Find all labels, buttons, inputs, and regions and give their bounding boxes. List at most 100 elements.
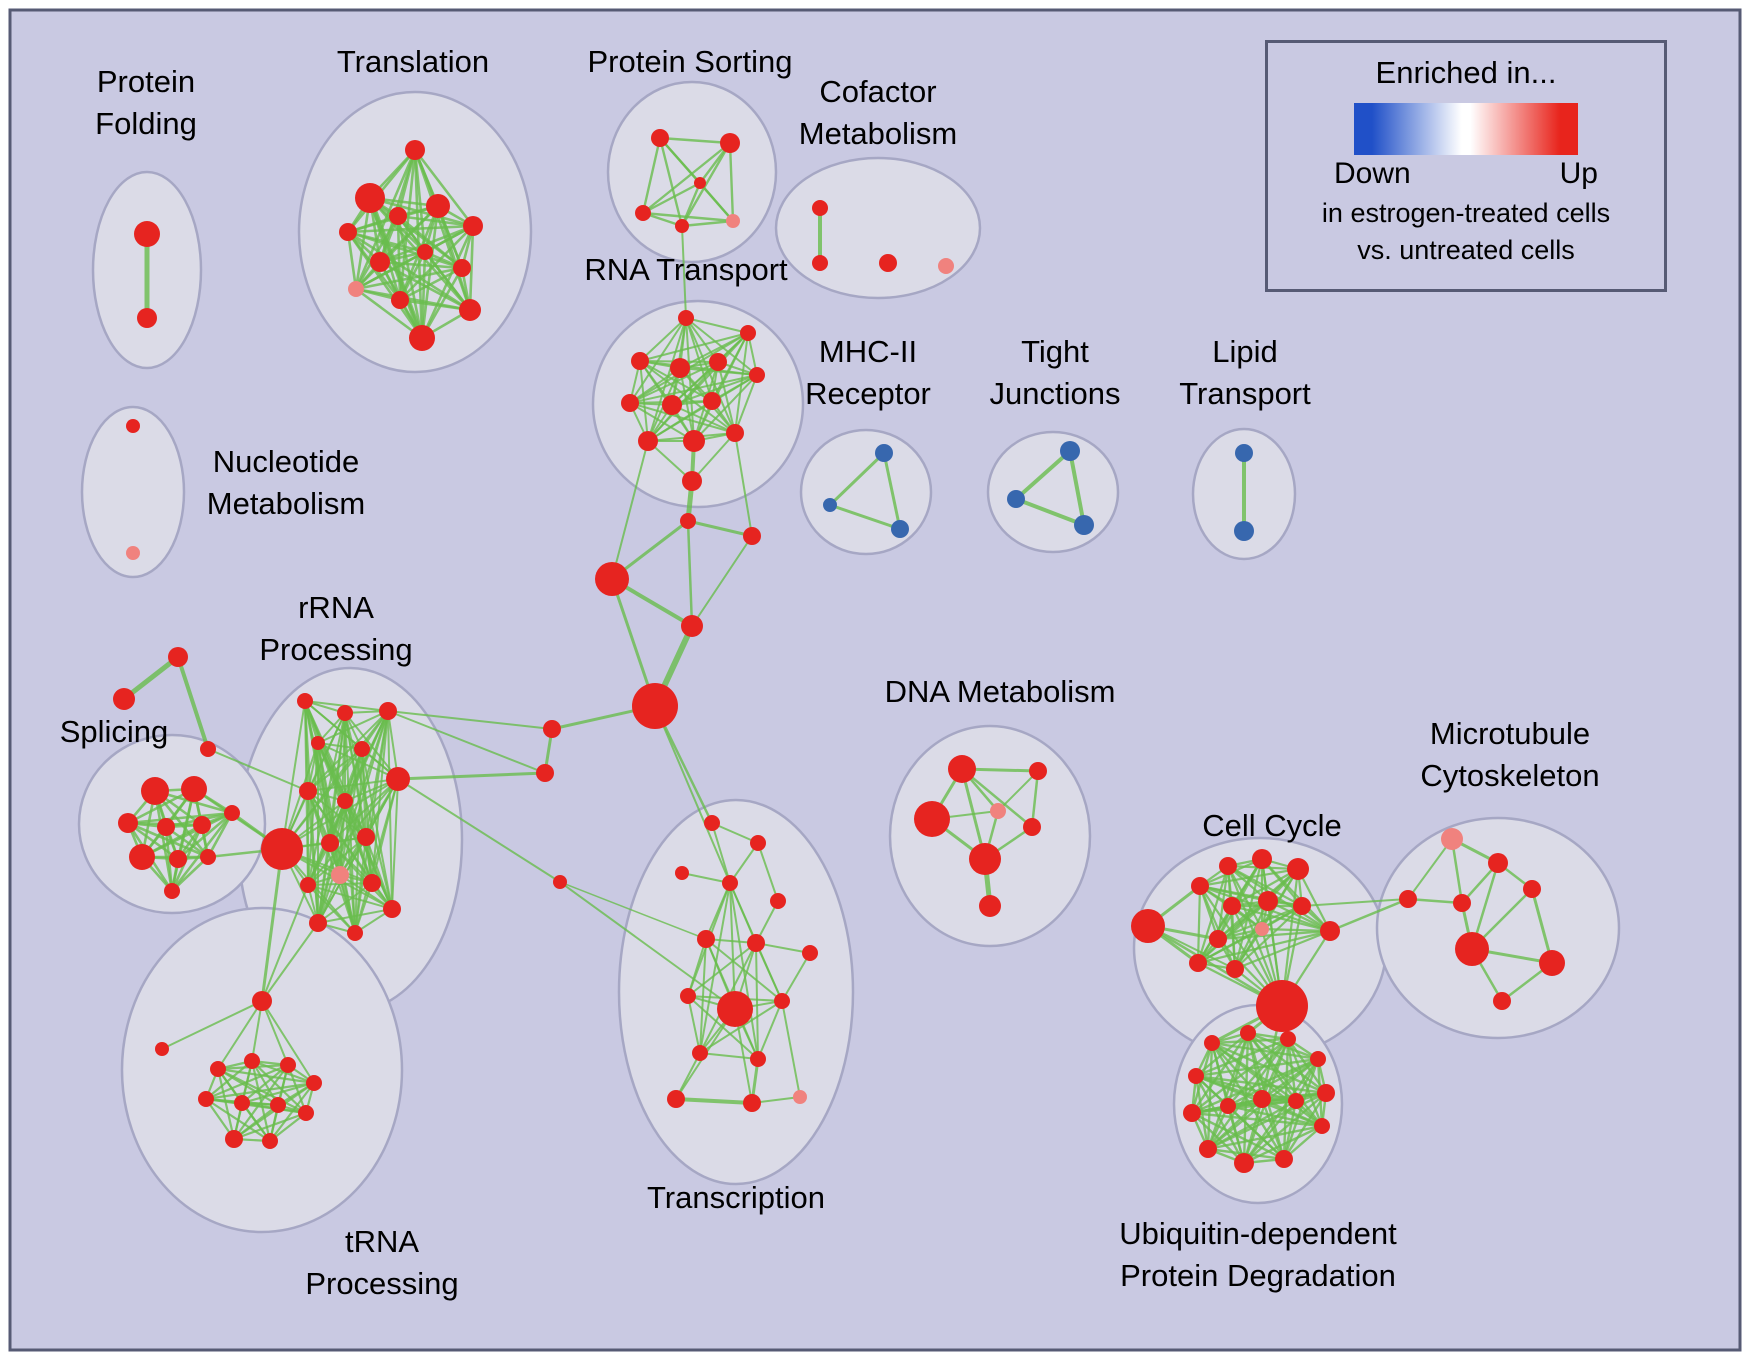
network-node xyxy=(357,828,375,846)
cluster-label-rna-transport: RNA Transport xyxy=(584,252,788,287)
network-edge xyxy=(1196,929,1332,965)
legend-down-label: Down xyxy=(1334,157,1411,190)
network-node xyxy=(726,214,740,228)
network-node xyxy=(651,129,669,147)
network-node xyxy=(118,813,138,833)
network-edge xyxy=(728,141,735,223)
network-edge xyxy=(734,432,753,537)
network-edge xyxy=(699,1000,783,1054)
network-edge xyxy=(1406,897,1464,905)
network-node xyxy=(463,216,483,236)
network-edge xyxy=(1282,1099,1298,1161)
cluster-label-cofactor-metabolism: Cofactor xyxy=(819,74,936,109)
network-edge xyxy=(781,1000,801,1098)
network-node xyxy=(126,546,140,560)
network-edge xyxy=(261,884,309,1002)
network-node xyxy=(948,755,976,783)
cluster-label-ubiquitin-degradation: Ubiquitin-dependent xyxy=(1119,1216,1397,1251)
network-edge xyxy=(686,519,754,538)
network-node xyxy=(680,513,696,529)
network-edge xyxy=(307,790,319,924)
network-node xyxy=(1234,1153,1254,1173)
network-node xyxy=(1287,858,1309,880)
network-node xyxy=(823,498,837,512)
network-node xyxy=(389,207,407,225)
network-edge xyxy=(346,224,475,234)
network-node xyxy=(1288,1093,1304,1109)
network-node xyxy=(1310,1051,1326,1067)
network-node xyxy=(683,430,705,452)
network-edge xyxy=(687,938,707,997)
network-edge xyxy=(216,1067,236,1141)
network-edge xyxy=(658,136,684,228)
network-edge xyxy=(641,141,732,215)
network-edge xyxy=(641,181,702,215)
network-edge xyxy=(729,842,759,884)
network-edge xyxy=(1226,1104,1324,1128)
network-edge xyxy=(629,361,719,404)
network-edge xyxy=(339,874,393,910)
legend: Enriched in... Down Up in estrogen-treat… xyxy=(1265,40,1667,292)
network-node xyxy=(682,471,702,491)
cluster-label-dna-metabolism: DNA Metabolism xyxy=(885,674,1116,709)
cluster-label-ubiquitin-degradation: Protein Degradation xyxy=(1120,1258,1396,1293)
network-edge xyxy=(354,836,367,934)
network-edge xyxy=(1407,838,1453,900)
network-node xyxy=(1209,930,1227,948)
network-node xyxy=(750,835,766,851)
network-node xyxy=(234,1095,250,1111)
network-edge xyxy=(639,317,687,362)
network-edge xyxy=(647,317,687,442)
network-edge xyxy=(281,700,306,850)
legend-caption-line1: in estrogen-treated cells xyxy=(1321,198,1611,228)
network-node xyxy=(1258,891,1278,911)
network-edge xyxy=(681,225,687,319)
cluster-label-tight-junctions: Junctions xyxy=(990,376,1121,411)
cluster-label-tight-junctions: Tight xyxy=(1021,334,1089,369)
network-edge xyxy=(1194,1074,1328,1095)
network-node xyxy=(726,424,744,442)
network-node xyxy=(1320,921,1340,941)
network-edge xyxy=(398,266,464,302)
network-edge xyxy=(757,1000,783,1060)
cluster-label-transcription: Transcription xyxy=(647,1180,825,1215)
network-node xyxy=(386,767,410,791)
network-edge xyxy=(679,367,758,376)
network-node xyxy=(1220,1098,1236,1114)
network-node xyxy=(1280,1031,1296,1047)
network-node xyxy=(1455,932,1489,966)
network-edge xyxy=(354,287,424,340)
network-edge xyxy=(1196,864,1230,965)
network-edge xyxy=(121,654,181,702)
network-node xyxy=(155,1042,169,1056)
network-node xyxy=(1023,818,1041,836)
network-edge xyxy=(685,317,736,434)
network-edge xyxy=(1282,1091,1328,1161)
network-node xyxy=(709,353,727,371)
network-edge xyxy=(317,800,346,924)
network-edge xyxy=(261,922,319,1002)
network-edge xyxy=(629,402,736,434)
network-edge xyxy=(204,1063,290,1101)
network-edge xyxy=(317,710,389,744)
network-node xyxy=(1204,1035,1220,1051)
network-edge xyxy=(1233,904,1304,971)
network-edge xyxy=(367,195,425,341)
network-edge xyxy=(1206,1031,1250,1151)
network-edge xyxy=(699,1052,759,1060)
network-edge xyxy=(693,374,758,442)
network-node xyxy=(667,1090,685,1108)
network-node xyxy=(793,1090,807,1104)
network-edge xyxy=(882,451,902,531)
network-node xyxy=(383,900,401,918)
network-node xyxy=(632,683,678,729)
network-edge xyxy=(1246,1031,1264,1101)
network-edge xyxy=(960,767,1034,829)
network-node xyxy=(311,736,325,750)
network-node xyxy=(1007,490,1025,508)
network-node xyxy=(347,925,363,941)
network-edge xyxy=(307,884,393,910)
network-edge xyxy=(1242,1124,1324,1165)
network-node xyxy=(1223,897,1241,915)
network-node xyxy=(969,843,1001,875)
